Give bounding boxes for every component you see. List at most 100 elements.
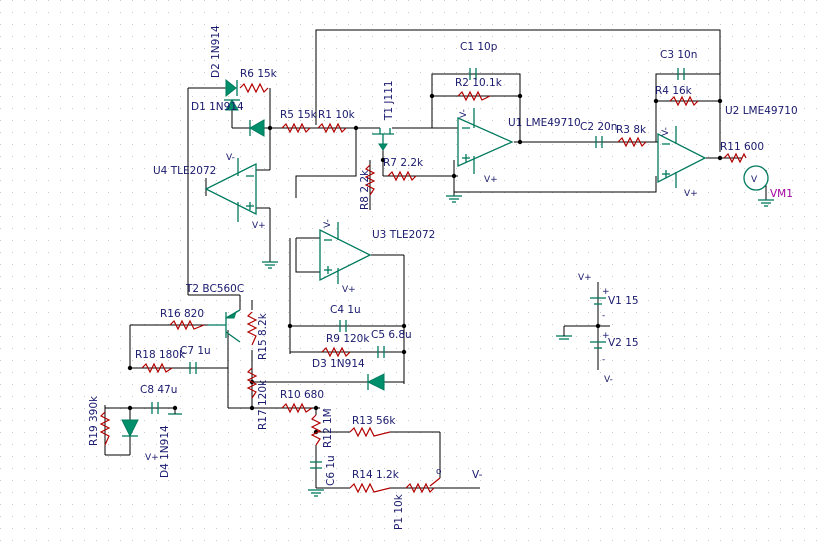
resistor-r11: [723, 152, 747, 164]
resistor-r16: [169, 319, 205, 331]
opamp-u3: [319, 222, 372, 284]
resistor-r19: [99, 411, 111, 446]
resistor-r10: [281, 402, 313, 414]
label-d2: D2 1N914: [210, 25, 222, 78]
resistor-r1: [317, 122, 347, 134]
label-t2: T2 BC560C: [185, 283, 244, 295]
resistor-r8: [364, 164, 376, 196]
label-u2: U2 LME49710: [725, 105, 798, 117]
diodes: [121, 78, 385, 438]
svg-text:+: +: [602, 331, 610, 341]
capacitor-c5: [377, 346, 385, 358]
label-r4: R4 16k: [655, 85, 693, 97]
ground-c8: [168, 408, 182, 415]
ground-u1: [446, 195, 462, 203]
resistor-r9: [321, 346, 351, 358]
resistor-r17: [246, 367, 258, 399]
label-d1: D1 1N914: [191, 101, 244, 113]
transistor-t1: [372, 128, 394, 151]
label-r15: R15 8.2k: [257, 312, 269, 360]
label-r11: R11 600: [720, 141, 764, 153]
label-r5: R5 15k: [280, 109, 318, 121]
label-vneg: V-: [472, 469, 483, 481]
ground-vm: [758, 199, 774, 207]
label-r6: R6 15k: [240, 68, 278, 80]
label-c8: C8 47u: [140, 384, 177, 396]
label-v2: V2 15: [608, 337, 639, 349]
label-c2: C2 20n: [580, 121, 617, 133]
svg-text:V-: V-: [226, 153, 235, 163]
label-c7: C7 1u: [180, 345, 211, 357]
label-t1: T1 J111: [383, 80, 395, 121]
label-r3: R3 8k: [616, 124, 647, 136]
capacitor-c8: [151, 402, 159, 414]
svg-text:V+: V+: [342, 285, 356, 295]
resistor-r3: [617, 136, 647, 148]
label-r12: R12 1M: [322, 408, 334, 448]
label-u1: U1 LME49710: [508, 117, 581, 129]
potentiometer-p1: [405, 482, 435, 494]
resistor-r6: [239, 82, 269, 94]
resistor-r18: [141, 362, 173, 374]
label-c4: C4 1u: [330, 304, 361, 316]
capacitors: [151, 68, 685, 469]
resistor-r14: [349, 482, 391, 494]
pin-labels: V- V+ V- V+ V- V+ V- V+ V+ V+ V- + - + -…: [145, 109, 698, 477]
svg-text:V-: V-: [661, 127, 671, 136]
meter-symbol: V: [751, 175, 758, 185]
label-c6: C6 1u: [325, 455, 337, 486]
label-r8: R8 2.2k: [359, 169, 371, 210]
component-labels: D2 1N914 R6 15k D1 1N914 R5 15k R1 10k T…: [88, 25, 798, 530]
label-d4: D4 1N914: [159, 425, 171, 478]
capacitor-c1: [469, 68, 477, 80]
transistors: [208, 128, 394, 343]
svg-text:-: -: [602, 311, 605, 321]
svg-text:+: +: [602, 287, 610, 297]
label-u4: U4 TLE2072: [153, 165, 216, 177]
label-r18: R18 180k: [135, 349, 186, 361]
label-c3: C3 10n: [660, 49, 697, 61]
voltmeter-vm1: V: [743, 165, 769, 191]
svg-text:V+: V+: [578, 273, 592, 283]
label-p1: P1 10k: [393, 493, 405, 530]
opamp-u2: [657, 126, 707, 188]
capacitor-c2: [595, 136, 603, 148]
svg-text:V+: V+: [484, 175, 498, 185]
svg-text:-: -: [602, 355, 605, 365]
resistor-r15: [246, 311, 258, 346]
label-r13: R13 56k: [352, 415, 396, 427]
label-u3: U3 TLE2072: [372, 229, 435, 241]
ground-supply: [556, 326, 572, 340]
label-c1: C1 10p: [460, 41, 498, 53]
capacitor-c7: [189, 362, 197, 374]
resistor-r2: [457, 90, 491, 102]
resistor-r7: [387, 170, 417, 182]
opamp-u4: [204, 158, 257, 222]
label-r19: R19 390k: [88, 395, 100, 446]
svg-text:o: o: [436, 467, 442, 477]
label-v1: V1 15: [608, 295, 639, 307]
label-r7: R7 2.2k: [383, 157, 424, 169]
svg-text:V+: V+: [145, 453, 159, 463]
label-r14: R14 1.2k: [352, 469, 400, 481]
svg-text:V+: V+: [252, 221, 266, 231]
resistor-r12: [310, 414, 322, 446]
opamps: [204, 108, 707, 284]
label-r2: R2 10.1k: [455, 77, 503, 89]
label-r10: R10 680: [280, 389, 324, 401]
svg-text:V+: V+: [684, 189, 698, 199]
ground-u4: [262, 261, 278, 269]
ground-c6: [308, 489, 324, 497]
diode-d4: [121, 419, 139, 438]
battery-v2: [590, 341, 606, 349]
resistors: [99, 82, 747, 494]
battery-v1: [590, 297, 606, 305]
label-d3: D3 1N914: [312, 358, 365, 370]
label-r9: R9 120k: [326, 333, 370, 345]
label-vm1: VM1: [770, 188, 793, 200]
resistor-r13: [349, 426, 391, 438]
diode-d1: [224, 99, 240, 111]
